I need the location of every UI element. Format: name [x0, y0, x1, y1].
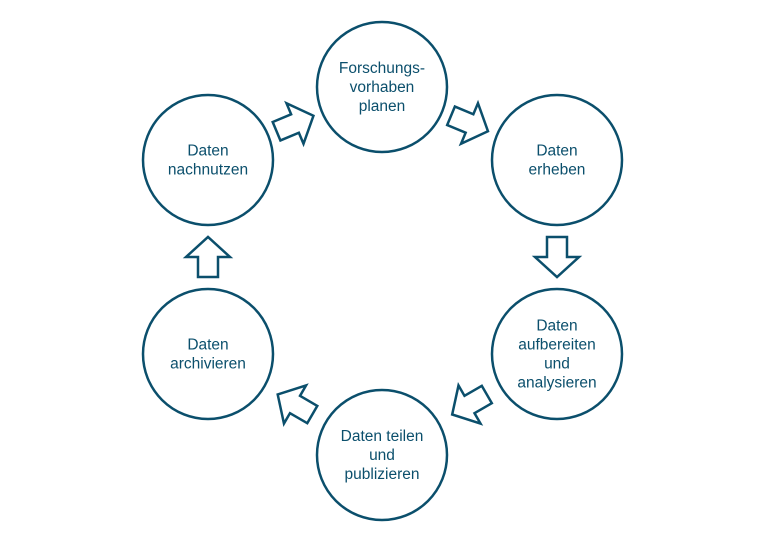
- arrow-plan-to-collect-icon: [445, 99, 490, 147]
- node-label-line: vorhaben: [350, 79, 415, 96]
- node-label-line: Daten: [536, 143, 577, 160]
- node-label-line: erheben: [529, 162, 586, 179]
- arrow-reuse-to-plan-icon: [271, 100, 316, 148]
- node-label: Forschungs-vorhaben planen: [339, 60, 425, 115]
- node-label: Daten nachnutzen: [168, 143, 248, 179]
- node-label-line: und: [544, 356, 570, 373]
- node-archive: Daten archivieren: [141, 287, 275, 421]
- node-label-line: planen: [359, 98, 406, 115]
- node-circle: [141, 93, 275, 227]
- node-label-line: Daten: [536, 318, 577, 335]
- node-label-line: publizieren: [345, 466, 420, 483]
- node-share: Daten teilen und publizieren: [315, 388, 449, 522]
- node-circle: [315, 388, 449, 522]
- node-label-line: Daten: [187, 143, 228, 160]
- node-label-line: aufbereiten: [518, 337, 596, 354]
- node-process: Daten aufbereiten und analysieren: [490, 287, 624, 421]
- arrow-share-to-archive-icon: [276, 383, 320, 427]
- node-plan: Forschungs-vorhaben planen: [315, 20, 449, 154]
- node-label-line: Daten: [187, 337, 228, 354]
- arrows-layer: [182, 99, 583, 427]
- node-label-line: nachnutzen: [168, 162, 248, 179]
- node-label: Daten teilen und publizieren: [341, 428, 424, 483]
- arrow-archive-to-reuse-icon: [182, 235, 234, 279]
- node-label-line: analysieren: [517, 375, 596, 392]
- arrow-collect-to-process-icon: [531, 235, 583, 279]
- node-label-line: Daten teilen: [341, 428, 424, 445]
- node-label: Daten aufbereiten und analysieren: [517, 318, 596, 392]
- node-label-line: und: [369, 447, 395, 464]
- node-label-line: Forschungs-: [339, 60, 425, 77]
- node-label-line: archivieren: [170, 356, 246, 373]
- node-circle: [490, 93, 624, 227]
- node-circle: [315, 20, 449, 154]
- node-label: Daten erheben: [529, 143, 586, 179]
- node-circle: [141, 287, 275, 421]
- node-circle: [490, 287, 624, 421]
- node-reuse: Daten nachnutzen: [141, 93, 275, 227]
- node-label: Daten archivieren: [170, 337, 246, 373]
- arrow-process-to-share-icon: [450, 382, 494, 426]
- node-collect: Daten erheben: [490, 93, 624, 227]
